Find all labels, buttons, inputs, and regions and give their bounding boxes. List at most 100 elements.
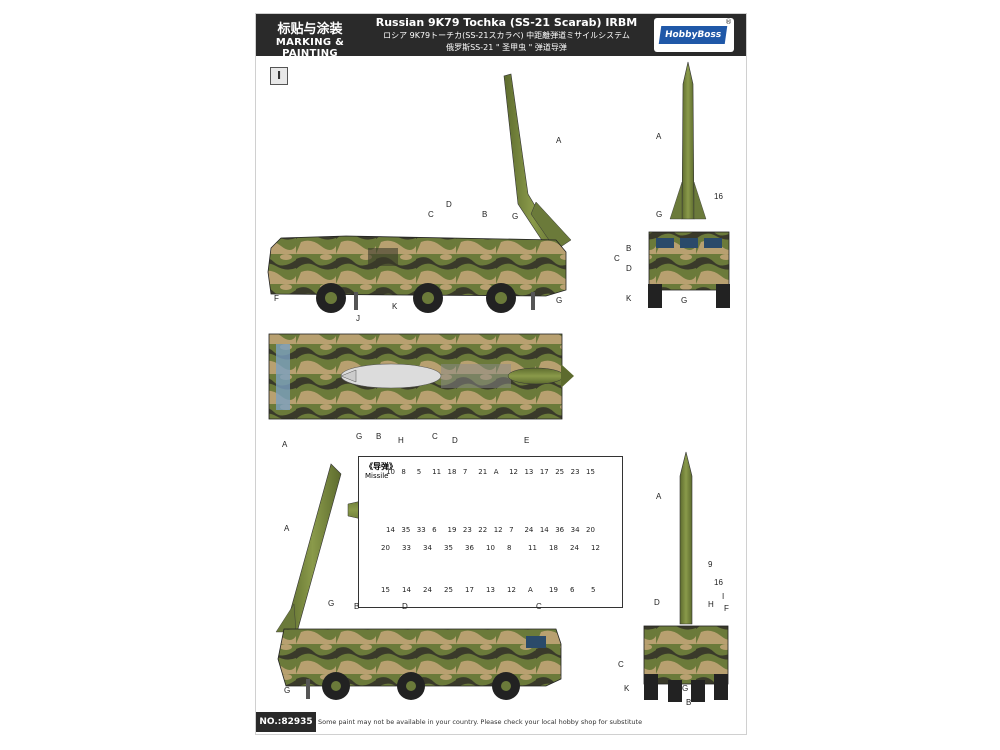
label-front-a: A	[656, 132, 662, 141]
label-top-b: B	[376, 432, 382, 441]
missile-upper-callout: 7	[462, 468, 468, 476]
label-g2: G	[556, 296, 563, 305]
rear-view-bottom	[643, 451, 729, 702]
label-rv-c: C	[618, 660, 624, 669]
cn-section-title: 标贴与涂装	[277, 22, 343, 37]
missile-inset: 《导弹》 Missile	[358, 456, 623, 608]
side-view-bottom	[275, 463, 562, 700]
missile-lower-callout: 24	[570, 544, 579, 552]
missile-upper-callout: 12	[509, 468, 518, 476]
missile-lower-callout: 10	[486, 544, 495, 552]
title-block: Russian 9K79 Tochka (SS-21 Scarab) IRBM …	[364, 14, 649, 56]
missile-lower-callout: A	[528, 586, 533, 594]
kit-number: NO.:82935	[256, 712, 316, 732]
side-view-top	[267, 73, 572, 313]
label-rv-i: I	[722, 592, 725, 601]
missile-lower-callout: 12	[591, 544, 600, 552]
label-rv-k: K	[624, 684, 630, 693]
missile-lower-callout: 5	[591, 586, 596, 594]
front-view-top	[648, 61, 730, 308]
missile-lower-callout: 11	[528, 544, 537, 552]
label-bs-a: A	[284, 524, 290, 533]
label-a: A	[556, 136, 562, 145]
top-view	[268, 333, 574, 420]
cn-subtitle: 俄罗斯SS-21 " 圣甲虫 " 弹道导弹	[446, 43, 567, 52]
missile-upper-callout: 34	[570, 526, 580, 534]
marking-painting-block: 标贴与涂装 MARKING & PAINTING	[256, 14, 364, 59]
missile-upper-callout: 12	[493, 526, 503, 534]
label-front-g2: G	[681, 296, 688, 305]
missile-upper-callout: A	[493, 468, 499, 476]
missile-lower-callout: 20	[381, 544, 390, 552]
missile-lower-callout: 19	[549, 586, 558, 594]
label-front-16: 16	[714, 192, 723, 201]
label-k: K	[392, 302, 398, 311]
missile-lower-callout: 12	[507, 586, 516, 594]
label-b: B	[482, 210, 488, 219]
missile-lower-callout: 18	[549, 544, 558, 552]
missile-upper-callout: 15	[586, 468, 595, 476]
missile-upper-callout: 22	[478, 526, 488, 534]
label-d: D	[446, 200, 452, 209]
label-top-a: A	[282, 440, 288, 449]
label-front-d: D	[626, 264, 632, 273]
label-top-h: H	[398, 436, 404, 445]
label-g: G	[512, 212, 519, 221]
header-bar: 标贴与涂装 MARKING & PAINTING Russian 9K79 To…	[256, 14, 746, 59]
missile-upper-callout: 20	[586, 526, 595, 534]
missile-lower-callout: 24	[423, 586, 432, 594]
label-c: C	[428, 210, 434, 219]
missile-lower-callout: 33	[402, 544, 411, 552]
missile-upper-callout: 36	[555, 526, 565, 534]
missile-lower-callout: 15	[381, 586, 390, 594]
missile-upper-callout: 25	[555, 468, 565, 476]
missile-upper-callout: 24	[524, 526, 534, 534]
hobbyboss-logo: HobbyBoss ®	[654, 18, 734, 52]
main-title: Russian 9K79 Tochka (SS-21 Scarab) IRBM	[375, 16, 638, 29]
label-rv-h: H	[708, 600, 714, 609]
jp-title: ロシア 9K79トーチカ(SS-21スカラベ) 中距離弾道ミサイルシステム	[383, 31, 630, 40]
label-front-c: C	[614, 254, 620, 263]
missile-upper-callout: 23	[570, 468, 580, 476]
label-top-d: D	[452, 436, 458, 445]
missile-lower-callout: 36	[465, 544, 474, 552]
missile-upper-callout: 11	[432, 468, 442, 476]
missile-upper-callout: 14	[539, 526, 549, 534]
missile-lower-callout: 34	[423, 544, 432, 552]
label-bs-b: B	[354, 602, 360, 611]
label-rv-f: F	[724, 604, 729, 613]
missile-upper-callout: 13	[524, 468, 534, 476]
missile-lower-callout: 17	[465, 586, 474, 594]
missile-lower-callout: 8	[507, 544, 512, 552]
label-front-b: B	[626, 244, 632, 253]
label-top-c: C	[432, 432, 438, 441]
missile-upper-callout: 17	[539, 468, 549, 476]
inset-title: 《导弹》	[365, 462, 397, 471]
missile-upper-callout: 35	[401, 526, 411, 534]
section-badge: I	[270, 67, 288, 85]
missile-upper-callout: 7	[509, 526, 514, 534]
label-front-g: G	[656, 210, 663, 219]
registered-mark: ®	[725, 18, 732, 26]
paint-note: Some paint may not be available in your …	[318, 718, 643, 726]
missile-lower-callout: 14	[402, 586, 411, 594]
vehicle-illustrations	[267, 61, 730, 702]
missile-upper-callout: 5	[416, 468, 422, 476]
label-bs-c: C	[536, 602, 542, 611]
label-bs-g2: G	[284, 686, 291, 695]
missile-upper-callout: 10	[386, 468, 395, 476]
missile-upper-callout: 14	[386, 526, 395, 534]
label-rv-9: 9	[708, 560, 713, 569]
en-section-title: MARKING & PAINTING	[275, 37, 345, 59]
label-f: F	[274, 294, 279, 303]
missile-upper-callout: 33	[416, 526, 426, 534]
missile-upper-callout: 18	[447, 468, 457, 476]
missile-lower-callout: 25	[444, 586, 453, 594]
label-rv-a: A	[656, 492, 662, 501]
missile-lower-callout: 13	[486, 586, 495, 594]
missile-upper-callout: 6	[432, 526, 437, 534]
label-top-g: G	[356, 432, 363, 441]
label-top-j: J	[356, 314, 360, 323]
missile-lower-callout: 6	[570, 586, 575, 594]
label-rv-16: 16	[714, 578, 723, 587]
